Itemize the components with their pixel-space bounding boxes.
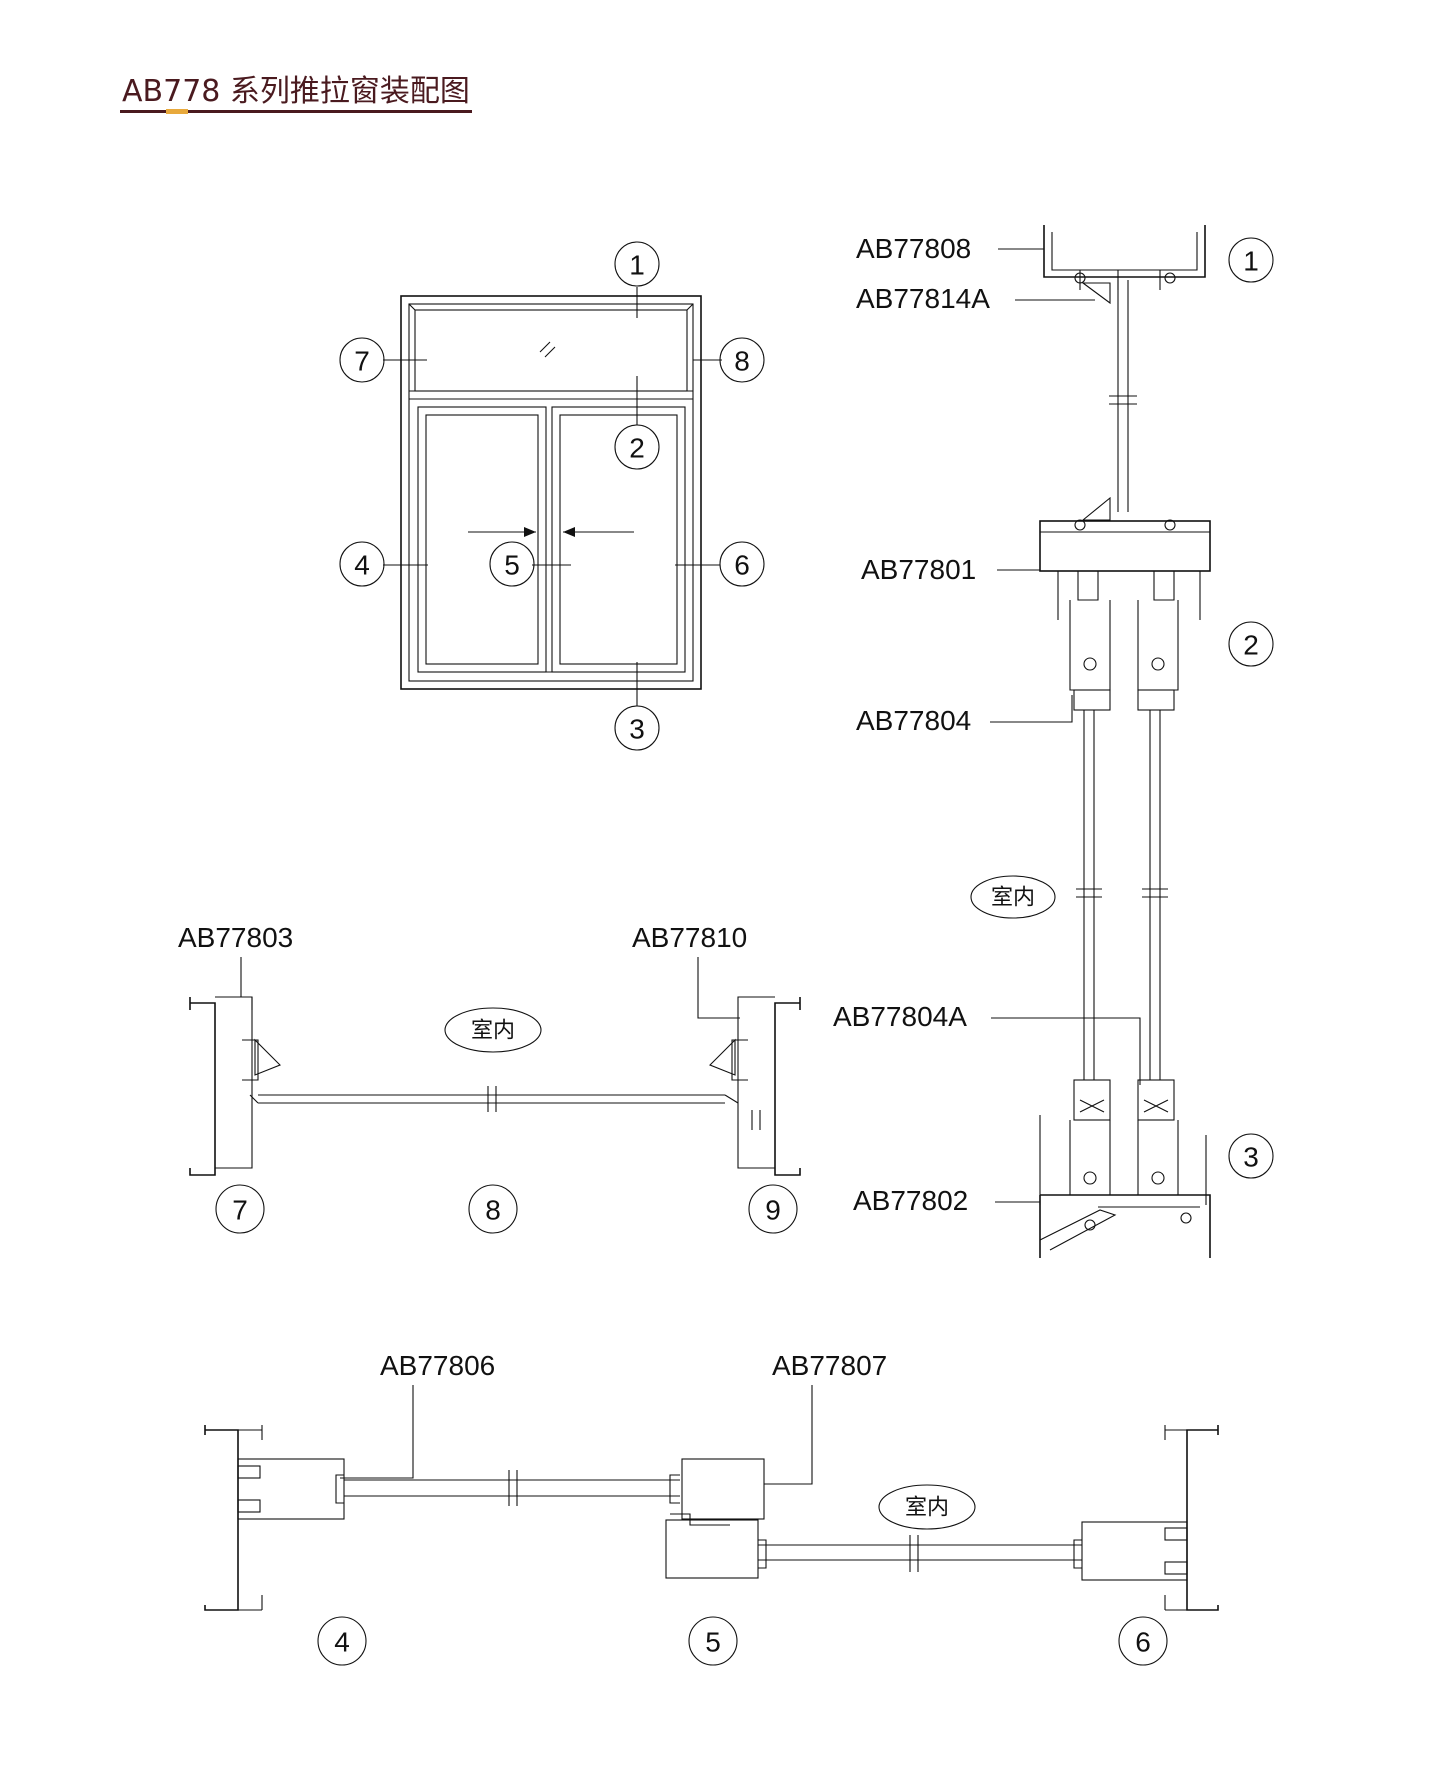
callout-number: 2 bbox=[629, 433, 645, 464]
indoor-label: 室内 bbox=[905, 1496, 949, 1521]
vertical-section-labels: AB77808 AB77814A AB77801 AB77804 AB77804… bbox=[833, 233, 1274, 1216]
indoor-badge bbox=[970, 875, 1056, 919]
callout-circle bbox=[1228, 621, 1274, 667]
callout-number: 8 bbox=[485, 1195, 501, 1226]
callout-number: 1 bbox=[629, 250, 645, 281]
transom-glass bbox=[414, 309, 688, 392]
part-label: AB77808 bbox=[856, 233, 971, 264]
callout-number: 1 bbox=[1243, 246, 1259, 277]
part-label: AB77801 bbox=[861, 554, 976, 585]
outer-frame bbox=[400, 295, 702, 690]
right-sash bbox=[551, 406, 686, 673]
left-sash bbox=[417, 406, 547, 673]
callout-circle bbox=[614, 705, 660, 751]
indoor-badge bbox=[444, 1007, 542, 1053]
vertical-section bbox=[1039, 225, 1211, 1258]
callout-number: 7 bbox=[354, 346, 370, 377]
horizontal-section bbox=[204, 1425, 1219, 1611]
callout-circle bbox=[317, 1616, 367, 1666]
callout-circle bbox=[614, 241, 660, 287]
callout-number: 2 bbox=[1243, 630, 1259, 661]
callout-number: 5 bbox=[504, 550, 520, 581]
callout-circle bbox=[339, 337, 385, 383]
horizontal-section-labels: AB77806 AB77807 室内 4 5 6 bbox=[317, 1350, 1168, 1666]
callout-number: 9 bbox=[765, 1195, 781, 1226]
part-label: AB77806 bbox=[380, 1350, 495, 1381]
transom-section bbox=[189, 996, 801, 1176]
callout-circle bbox=[748, 1184, 798, 1234]
callout-circle bbox=[215, 1184, 265, 1234]
callout-number: 6 bbox=[734, 550, 750, 581]
callout-circle bbox=[1228, 237, 1274, 283]
inner-frame bbox=[408, 303, 694, 682]
callout-number: 7 bbox=[232, 1195, 248, 1226]
page-title: AB778 系列推拉窗装配图 bbox=[122, 74, 470, 109]
window-elevation bbox=[383, 287, 722, 706]
callout-number: 8 bbox=[734, 346, 750, 377]
indoor-label: 室内 bbox=[991, 886, 1035, 911]
callout-circle bbox=[688, 1616, 738, 1666]
callout-circle bbox=[614, 424, 660, 470]
callout-circle bbox=[489, 541, 535, 587]
callout-circle bbox=[1118, 1616, 1168, 1666]
title-underline bbox=[120, 110, 472, 113]
callout-circle bbox=[339, 541, 385, 587]
indoor-badge bbox=[878, 1484, 976, 1530]
part-label: AB77814A bbox=[856, 283, 990, 314]
part-label: AB77802 bbox=[853, 1185, 968, 1216]
transom-section-labels: AB77803 AB77810 室内 7 8 9 bbox=[178, 922, 798, 1234]
part-label: AB77810 bbox=[632, 922, 747, 953]
callout-number: 4 bbox=[334, 1627, 350, 1658]
part-label: AB77804A bbox=[833, 1001, 967, 1032]
callout-circle bbox=[719, 541, 765, 587]
callout-number: 3 bbox=[1243, 1142, 1259, 1173]
callout-number: 6 bbox=[1135, 1627, 1151, 1658]
callout-circle bbox=[1228, 1133, 1274, 1179]
part-label: AB77803 bbox=[178, 922, 293, 953]
indoor-label: 室内 bbox=[471, 1019, 515, 1044]
elevation-callouts: 1 2 3 4 5 6 7 8 bbox=[339, 241, 765, 751]
callout-number: 3 bbox=[629, 714, 645, 745]
callout-circle bbox=[468, 1184, 518, 1234]
callout-number: 4 bbox=[354, 550, 370, 581]
part-label: AB77804 bbox=[856, 705, 971, 736]
part-label: AB77807 bbox=[772, 1350, 887, 1381]
title-accent-mark bbox=[166, 109, 188, 114]
callout-circle bbox=[719, 337, 765, 383]
callout-number: 5 bbox=[705, 1627, 721, 1658]
